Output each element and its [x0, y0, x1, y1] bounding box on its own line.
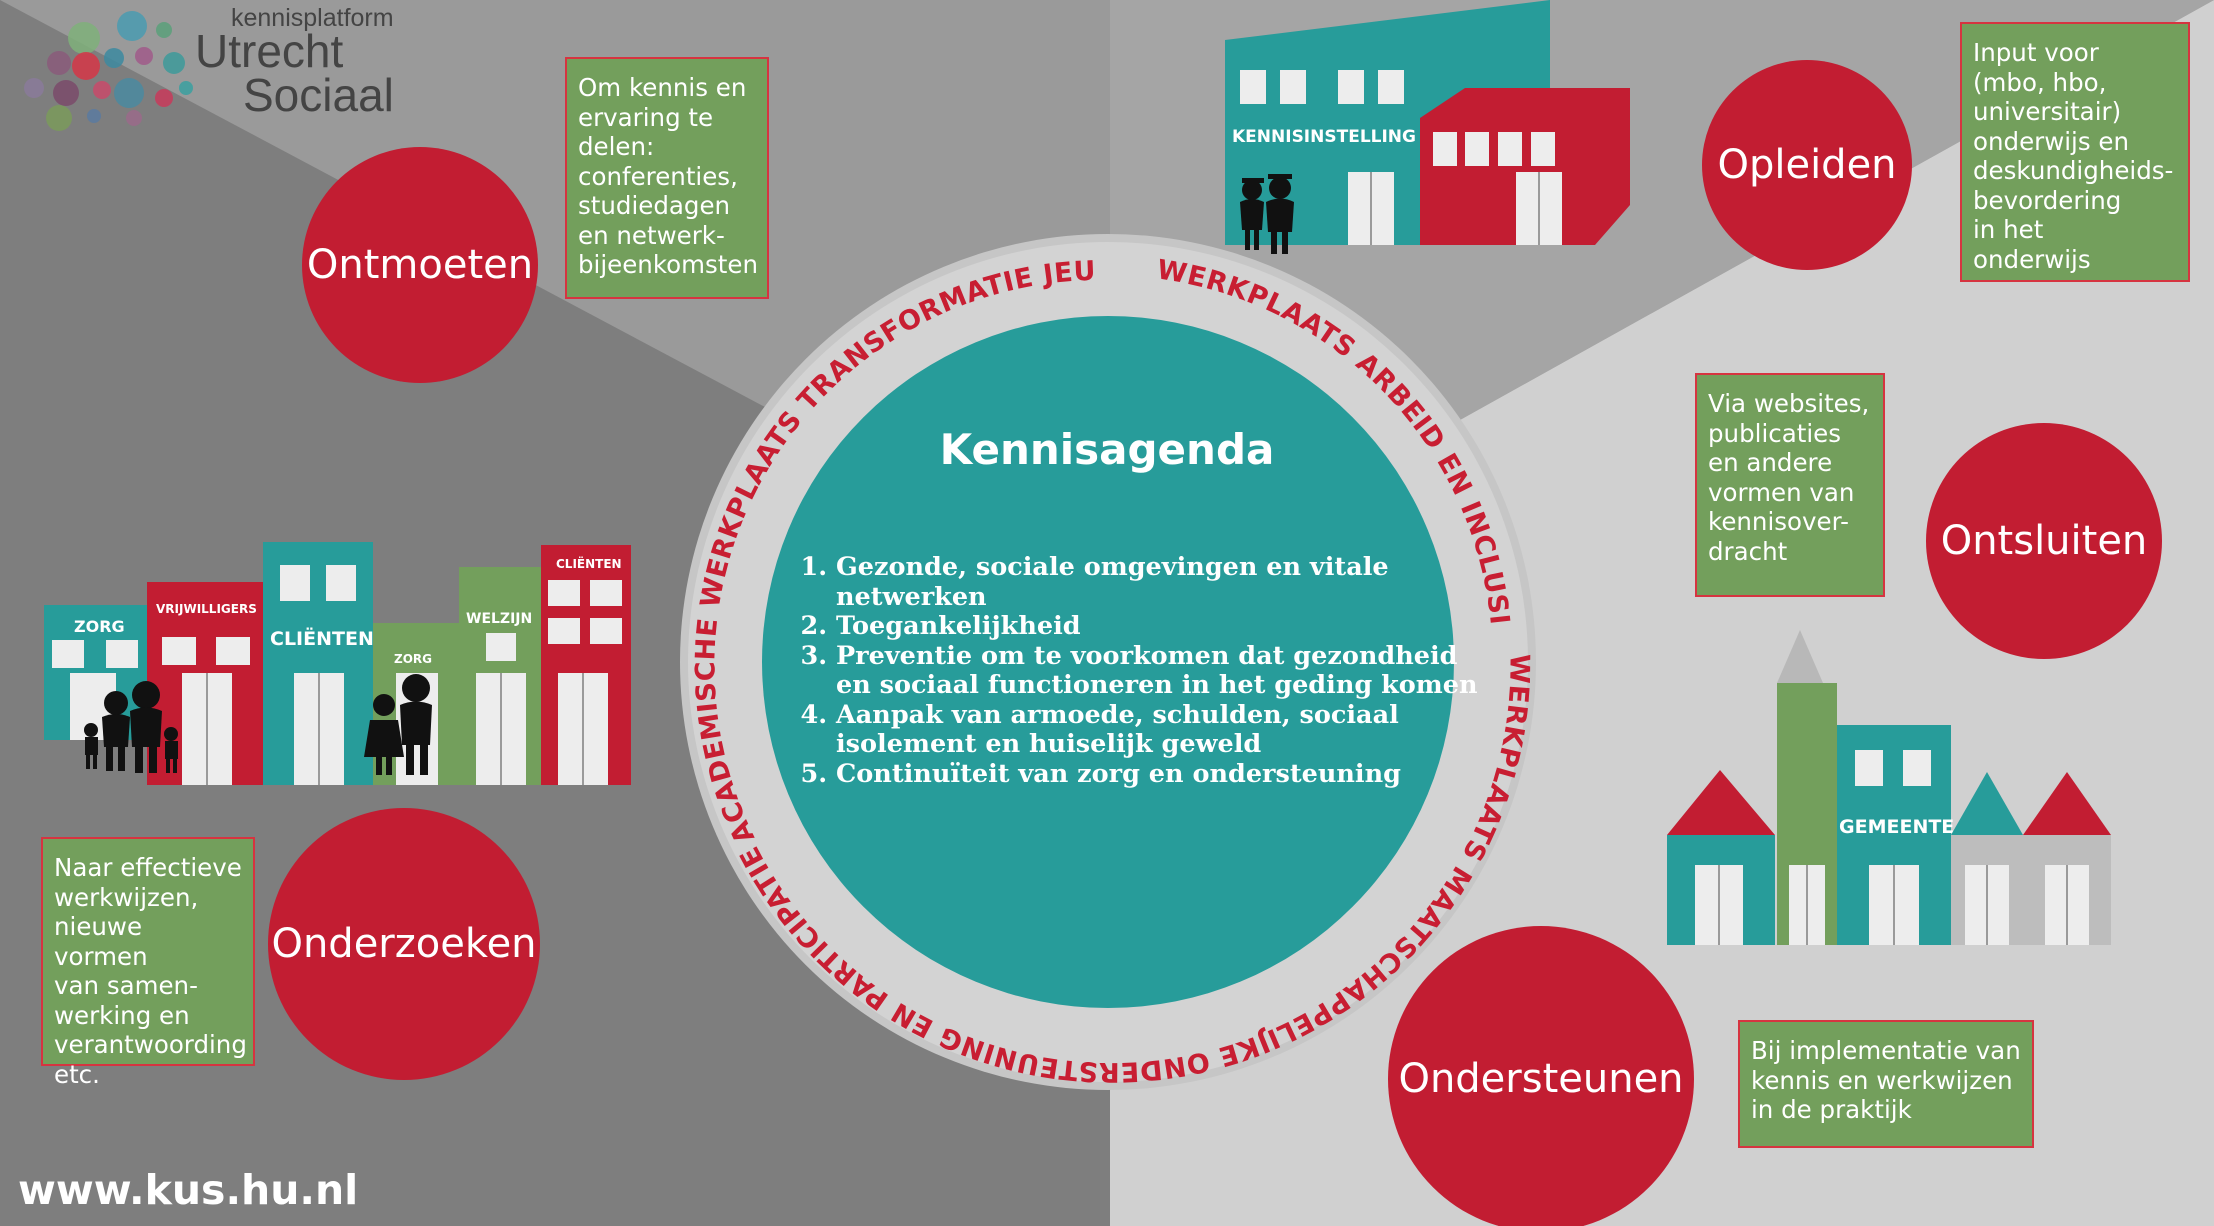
agenda-item: Gezonde, sociale omgevingen en vitale ne…: [836, 552, 1496, 612]
gemeente-illustration: GEMEENTE: [1667, 630, 2111, 945]
kennisinstelling-illustration: KENNISINSTELLING: [1225, 0, 1630, 254]
logo-line1: kennisplatform: [231, 4, 394, 32]
circle-ontsluiten: Ontsluiten: [1926, 423, 2162, 659]
kennisagenda-title: Kennisagenda: [939, 425, 1275, 474]
agenda-item: Preventie om te voorkomen dat gezondheid…: [836, 641, 1496, 701]
organisations-illustration: ZORG VRIJWILLIGERS CLIËNTEN ZORG WELZIJN…: [44, 542, 631, 785]
website-link[interactable]: www.kus.hu.nl: [18, 1166, 359, 1214]
label-vrijwilligers: VRIJWILLIGERS: [156, 602, 257, 616]
box-opleiden: Input voor (mbo, hbo, universitair) onde…: [1960, 22, 2190, 282]
label-welzijn: WELZIJN: [466, 611, 532, 627]
label-zorg-1: ZORG: [74, 617, 125, 636]
agenda-item: Aanpak van armoede, schulden, sociaal is…: [836, 700, 1496, 760]
logo-bubbles: [24, 11, 193, 131]
label-clienten-1: CLIËNTEN: [270, 626, 374, 650]
label-zorg-2: ZORG: [394, 652, 432, 666]
agenda-item: Toegankelijkheid: [836, 611, 1496, 642]
box-ontsluiten: Via websites, publicaties en andere vorm…: [1695, 373, 1885, 597]
circle-ondersteunen: Ondersteunen: [1388, 926, 1694, 1226]
box-ontmoeten: Om kennis en ervaring te delen: conferen…: [565, 57, 769, 299]
agenda-list: Gezonde, sociale omgevingen en vitale ne…: [800, 552, 1496, 790]
box-ondersteunen: Bij implementatie van kennis en werkwijz…: [1738, 1020, 2034, 1148]
kennisagenda-circle: [762, 316, 1454, 1008]
logo-line2: Utrecht: [195, 25, 344, 77]
graduates-icon: [1240, 174, 1294, 254]
label-clienten-2: CLIËNTEN: [556, 556, 622, 571]
circle-opleiden: Opleiden: [1702, 60, 1912, 270]
family-icon-2: [364, 674, 432, 775]
bg-zone-top-left: [0, 0, 1110, 640]
label-kennisinstelling: KENNISINSTELLING: [1232, 127, 1416, 147]
box-onderzoeken: Naar effectieve werkwijzen, nieuwe vorme…: [41, 837, 255, 1089]
circle-ontmoeten: Ontmoeten: [302, 147, 538, 383]
family-icon-1: [84, 681, 178, 773]
agenda-item: Continuïteit van zorg en ondersteuning: [836, 759, 1496, 790]
circle-onderzoeken: Onderzoeken: [268, 808, 540, 1080]
logo-line3: Sociaal: [243, 69, 394, 121]
label-gemeente: GEMEENTE: [1839, 816, 1954, 838]
